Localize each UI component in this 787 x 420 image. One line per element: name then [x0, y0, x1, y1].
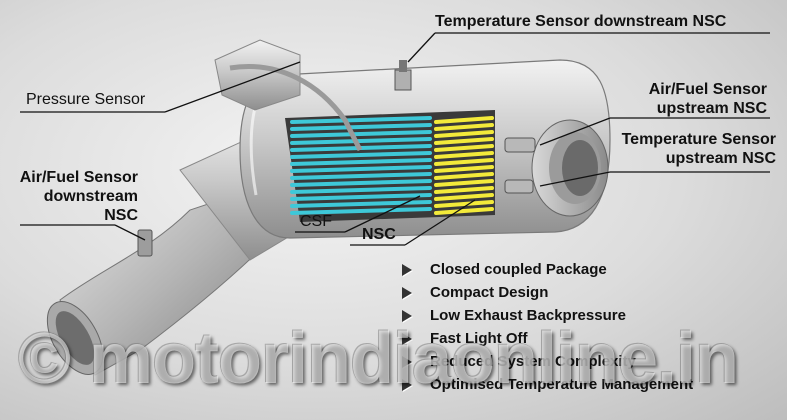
feature-item: Fast Light Off [402, 327, 693, 350]
csf-cell-row [290, 151, 432, 159]
label-air-fuel-sensor-upstream: Air/Fuel Sensor upstream NSC [600, 80, 767, 118]
nsc-cell-row [434, 179, 494, 187]
leader-temp-downstream [407, 32, 436, 63]
label-air-fuel-sensor-upstream-line2: upstream NSC [656, 100, 767, 117]
label-air-fuel-sensor-downstream-line2: downstream [43, 188, 138, 205]
feature-item: Closed coupled Package [402, 258, 693, 281]
bullet-triangle-icon [402, 378, 412, 391]
csf-cell-row [290, 137, 432, 145]
watermark: © motorindiaonline.in [18, 319, 739, 399]
nsc-cell-row [434, 165, 494, 173]
leader-lines [20, 32, 770, 246]
leader-af-upstream [539, 117, 611, 146]
nsc-cell-row [434, 158, 494, 166]
nsc-cell-row [434, 123, 494, 131]
csf-cell-row [290, 158, 432, 166]
pressure-sensor-pipe [229, 64, 363, 152]
feature-item: Optimised Temperature Management [402, 373, 693, 396]
nsc-cell-row [434, 144, 494, 152]
csf-cell-row [290, 193, 432, 201]
label-temperature-sensor-upstream-line2: upstream NSC [665, 150, 776, 167]
feature-text: Low Exhaust Backpressure [430, 307, 626, 324]
feature-text: Reduced System Complexity [430, 353, 636, 370]
nsc-cell-row [434, 130, 494, 138]
nsc-cell-row [434, 137, 494, 145]
bullet-triangle-icon [402, 355, 412, 368]
csf-cell-row [290, 123, 432, 131]
label-air-fuel-sensor-downstream-line3: NSC [104, 207, 138, 224]
leader-pressure [164, 61, 301, 113]
feature-text: Optimised Temperature Management [430, 376, 694, 393]
nsc-cell-row [434, 172, 494, 180]
label-nsc: NSC [362, 226, 396, 243]
feature-text: Closed coupled Package [430, 261, 607, 278]
nsc-cell-row [434, 151, 494, 159]
leader-csf [344, 195, 421, 233]
label-temperature-sensor-upstream-line1: Temperature Sensor [621, 131, 776, 148]
nsc-cell-row [434, 207, 494, 215]
leader-af-downstream [114, 224, 146, 241]
csf-cell-row [290, 207, 432, 215]
csf-cell-row [290, 116, 432, 124]
outlet-flange [531, 119, 609, 217]
label-csf: CSF [300, 213, 332, 230]
bullet-triangle-icon [402, 332, 412, 345]
nsc-cell-row [434, 200, 494, 208]
csf-cell-row [290, 130, 432, 138]
feature-text: Compact Design [430, 284, 549, 301]
mount-bracket [214, 39, 301, 111]
leader-nsc [404, 199, 476, 246]
csf-cell-row [290, 179, 432, 187]
feature-item: Reduced System Complexity [402, 350, 693, 373]
air-fuel-sensor-upstream-body [504, 137, 536, 153]
nsc-cell-row [434, 193, 494, 201]
leader-temp-upstream [539, 171, 611, 187]
csf-cell-row [290, 186, 432, 194]
label-air-fuel-sensor-downstream-line1: Air/Fuel Sensor [19, 169, 138, 186]
label-air-fuel-sensor-downstream: Air/Fuel Sensor downstream NSC [4, 168, 138, 225]
feature-item: Low Exhaust Backpressure [402, 304, 693, 327]
cutaway-substrate [285, 110, 495, 222]
label-pressure-sensor: Pressure Sensor [26, 91, 146, 108]
csf-cell-row [290, 172, 432, 180]
temperature-sensor-downstream-body [394, 60, 412, 91]
inlet-pipe [46, 189, 271, 376]
csf-cell-row [290, 165, 432, 173]
feature-item: Compact Design [402, 281, 693, 304]
bullet-triangle-icon [402, 286, 412, 299]
air-fuel-sensor-downstream-body [137, 229, 153, 257]
bullet-triangle-icon [402, 309, 412, 322]
label-air-fuel-sensor-upstream-line1: Air/Fuel Sensor [648, 81, 767, 98]
label-temperature-sensor-upstream: Temperature Sensor upstream NSC [580, 130, 776, 168]
bullet-triangle-icon [402, 263, 412, 276]
temperature-sensor-upstream-body [504, 179, 534, 194]
nsc-cells [434, 116, 494, 215]
nsc-cell-row [434, 116, 494, 124]
nsc-cell-row [434, 186, 494, 194]
label-temperature-sensor-downstream: Temperature Sensor downstream NSC [435, 13, 727, 30]
feature-text: Fast Light Off [430, 330, 528, 347]
